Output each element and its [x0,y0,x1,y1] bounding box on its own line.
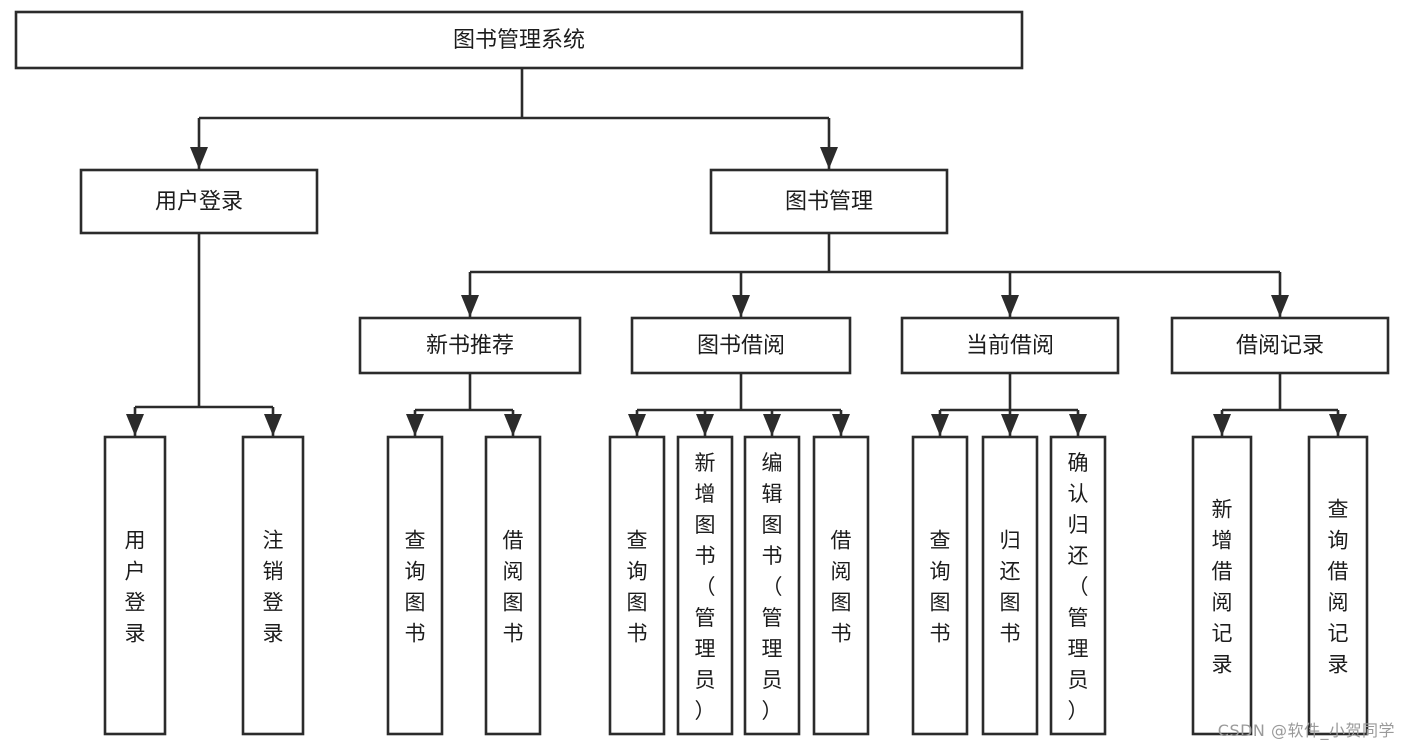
connector-layer [126,68,1347,436]
node-root-box[interactable] [14,10,1024,70]
node-leaf-edit-book-box[interactable] [743,435,801,736]
node-leaf-borrow-book-2-box[interactable] [812,435,870,736]
node-leaf-borrow-book-2[interactable]: 借阅图书 [812,435,870,736]
node-user-login-label: 用户登录 [155,190,243,215]
node-leaf-add-record-label: 新增借阅记录 [1212,498,1233,677]
arrow-head-icon [504,414,522,436]
arrow-head-icon [696,414,714,436]
arrow-head-icon [732,295,750,317]
node-current-borrow[interactable]: 当前借阅 [900,316,1120,375]
arrow-head-icon [628,414,646,436]
node-leaf-query-record-box[interactable] [1307,435,1369,736]
node-leaf-add-book-box[interactable] [676,435,734,736]
arrow-head-icon [126,414,144,436]
node-leaf-user-login[interactable]: 用户登录 [103,435,167,736]
node-user-login[interactable]: 用户登录 [79,168,319,235]
node-leaf-borrow-book-1-label: 借阅图书 [503,529,524,646]
arrow-head-icon [1329,414,1347,436]
node-leaf-user-login-label: 用户登录 [125,529,146,646]
node-leaf-confirm-return-box[interactable] [1049,435,1107,736]
node-leaf-user-login-box[interactable] [103,435,167,736]
node-leaf-query-book-1-label: 查询图书 [405,529,426,646]
node-leaf-query-book-1[interactable]: 查询图书 [386,435,444,736]
node-leaf-query-book-3-label: 查询图书 [930,529,951,646]
node-leaf-query-book-3-box[interactable] [911,435,969,736]
edge-group-book-manage [461,233,1289,317]
node-borrow-record[interactable]: 借阅记录 [1170,316,1390,375]
node-leaf-add-record[interactable]: 新增借阅记录 [1191,435,1253,736]
node-book-borrow-box[interactable] [630,316,852,375]
arrow-head-icon [1271,295,1289,317]
node-book-manage-label: 图书管理 [785,190,873,215]
node-leaf-add-book[interactable]: 新增图书（管理员） [676,435,734,736]
node-leaf-borrow-book-2-label: 借阅图书 [831,529,852,646]
node-leaf-query-record-label: 查询借阅记录 [1328,498,1349,677]
arrow-head-icon [1001,414,1019,436]
node-new-book-recommend-box[interactable] [358,316,582,375]
arrow-head-icon [1069,414,1087,436]
node-book-borrow[interactable]: 图书借阅 [630,316,852,375]
arrow-head-icon [931,414,949,436]
node-leaf-return-book-label: 归还图书 [1000,529,1021,646]
node-book-manage-box[interactable] [709,168,949,235]
edge-group-user-login [126,233,282,436]
arrow-head-icon [264,414,282,436]
edge-group-borrow-record [1213,373,1347,436]
node-borrow-record-label: 借阅记录 [1236,334,1324,359]
arrow-head-icon [190,147,208,169]
node-leaf-add-record-box[interactable] [1191,435,1253,736]
node-leaf-logout-box[interactable] [241,435,305,736]
node-leaf-add-book-label: 新增图书（管理员） [695,451,716,723]
node-current-borrow-label: 当前借阅 [966,334,1054,359]
node-user-login-box[interactable] [79,168,319,235]
arrow-head-icon [406,414,424,436]
node-root[interactable]: 图书管理系统 [14,10,1024,70]
node-root-label: 图书管理系统 [453,28,585,53]
node-leaf-query-book-2-label: 查询图书 [627,529,648,646]
arrow-head-icon [1213,414,1231,436]
node-new-book-recommend[interactable]: 新书推荐 [358,316,582,375]
edge-group-root [190,68,838,169]
node-leaf-confirm-return-label: 确认归还（管理员） [1068,451,1089,723]
node-leaf-query-record[interactable]: 查询借阅记录 [1307,435,1369,736]
node-leaf-confirm-return[interactable]: 确认归还（管理员） [1049,435,1107,736]
node-current-borrow-box[interactable] [900,316,1120,375]
node-book-manage[interactable]: 图书管理 [709,168,949,235]
node-leaf-return-book-box[interactable] [981,435,1039,736]
node-leaf-borrow-book-1-box[interactable] [484,435,542,736]
node-leaf-query-book-1-box[interactable] [386,435,444,736]
arrow-head-icon [461,295,479,317]
arrow-head-icon [832,414,850,436]
node-book-borrow-label: 图书借阅 [697,334,785,359]
node-leaf-query-book-3[interactable]: 查询图书 [911,435,969,736]
node-leaf-query-book-2[interactable]: 查询图书 [608,435,666,736]
node-leaf-edit-book-label: 编辑图书（管理员） [762,451,783,723]
node-leaf-return-book[interactable]: 归还图书 [981,435,1039,736]
node-new-book-recommend-label: 新书推荐 [426,334,514,359]
edge-group-current-borrow [931,373,1087,436]
arrow-head-icon [1001,295,1019,317]
edge-group-new-book-recommend [406,373,522,436]
node-borrow-record-box[interactable] [1170,316,1390,375]
arrow-head-icon [820,147,838,169]
node-leaf-edit-book[interactable]: 编辑图书（管理员） [743,435,801,736]
node-leaf-borrow-book-1[interactable]: 借阅图书 [484,435,542,736]
node-leaf-logout[interactable]: 注销登录 [241,435,305,736]
edge-group-book-borrow [628,373,850,436]
node-leaf-logout-label: 注销登录 [263,529,284,646]
arrow-head-icon [763,414,781,436]
node-leaf-query-book-2-box[interactable] [608,435,666,736]
node-layer: 图书管理系统用户登录图书管理新书推荐图书借阅当前借阅借阅记录用户登录注销登录查询… [14,10,1390,736]
